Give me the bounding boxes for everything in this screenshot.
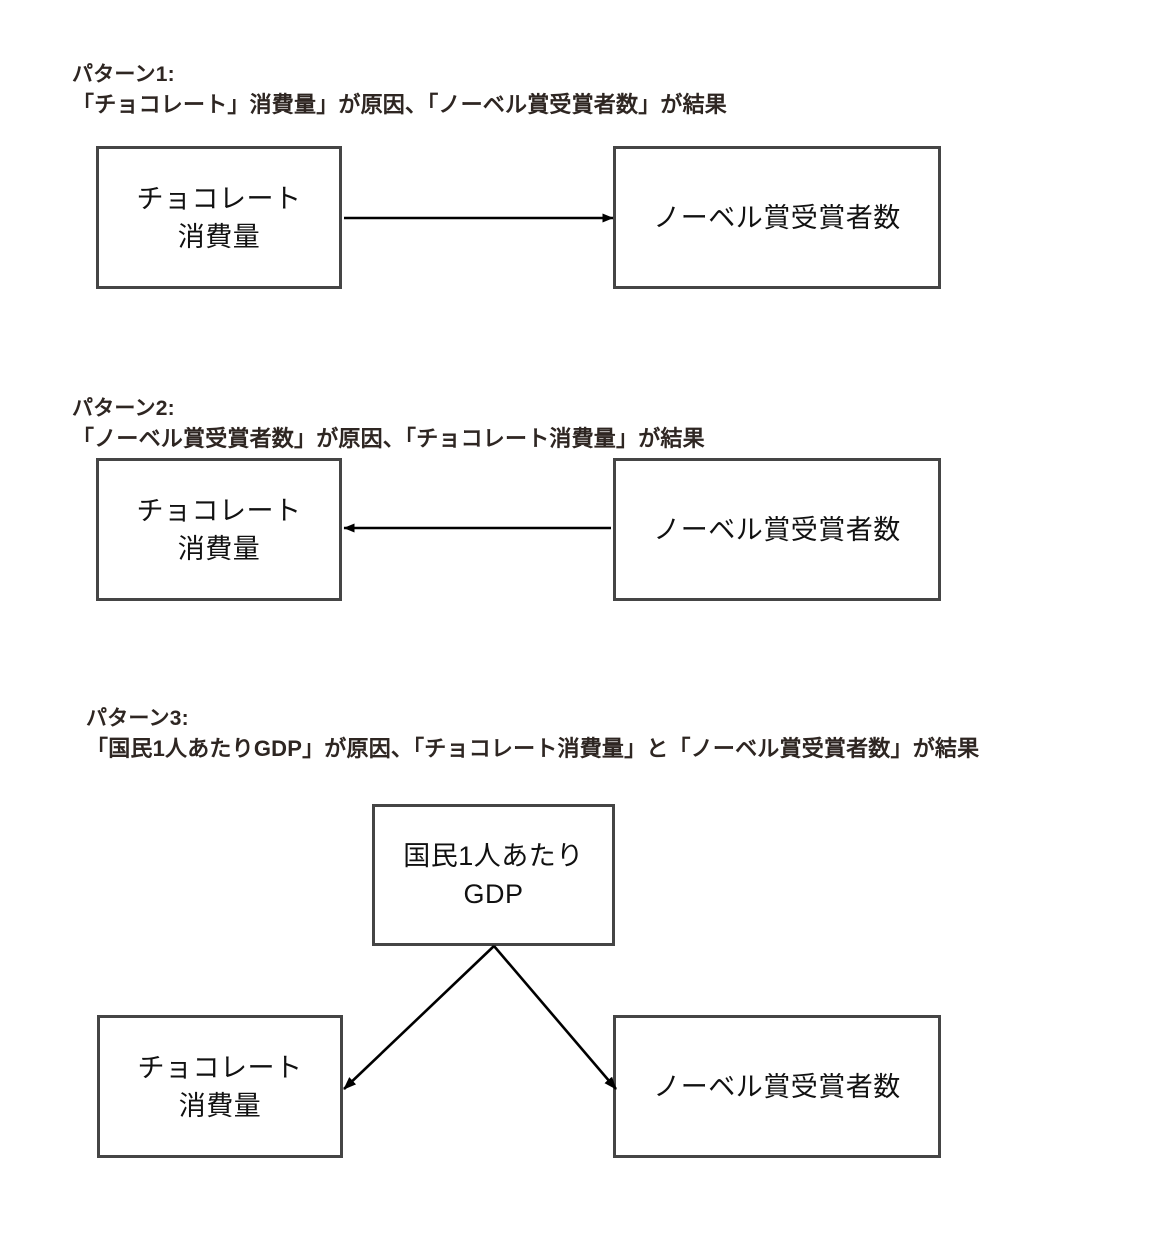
node-nobel-laureates-p1[interactable]: ノーベル賞受賞者数 [613,146,941,289]
arrow-gdp-to-chocolate [343,945,495,1090]
node-gdp-per-capita-p3[interactable]: 国民1人あたり GDP [372,804,615,946]
pattern-2-caption: パターン2: 「ノーベル賞受賞者数」が原因、「チョコレート消費量」が結果 [72,394,705,454]
pattern-3-title: パターン3: [86,707,189,730]
pattern-2-description: 「ノーベル賞受賞者数」が原因、「チョコレート消費量」が結果 [72,426,705,451]
node-nobel-laureates-p3[interactable]: ノーベル賞受賞者数 [613,1015,941,1158]
node-chocolate-consumption-p3[interactable]: チョコレート 消費量 [97,1015,343,1158]
node-label: チョコレート 消費量 [137,1052,303,1121]
node-chocolate-consumption-p1[interactable]: チョコレート 消費量 [96,146,342,289]
pattern-2-title: パターン2: [72,397,175,420]
node-label: チョコレート 消費量 [136,495,302,564]
pattern-3-caption: パターン3: 「国民1人あたりGDP」が原因、「チョコレート消費量」と「ノーベル… [86,704,979,764]
pattern-3-description: 「国民1人あたりGDP」が原因、「チョコレート消費量」と「ノーベル賞受賞者数」が… [86,736,980,761]
node-label: ノーベル賞受賞者数 [653,202,901,233]
pattern-1-caption: パターン1: 「チョコレート」消費量」が原因、「ノーベル賞受賞者数」が結果 [72,60,727,120]
node-label: ノーベル賞受賞者数 [653,514,901,545]
node-label: 国民1人あたり GDP [403,841,584,909]
arrow-gdp-to-nobel [493,945,617,1090]
node-chocolate-consumption-p2[interactable]: チョコレート 消費量 [96,458,342,601]
node-label: チョコレート 消費量 [136,183,302,252]
pattern-1-title: パターン1: [72,63,175,86]
node-label: ノーベル賞受賞者数 [653,1071,901,1102]
node-nobel-laureates-p2[interactable]: ノーベル賞受賞者数 [613,458,941,601]
pattern-1-description: 「チョコレート」消費量」が原因、「ノーベル賞受賞者数」が結果 [72,92,728,117]
